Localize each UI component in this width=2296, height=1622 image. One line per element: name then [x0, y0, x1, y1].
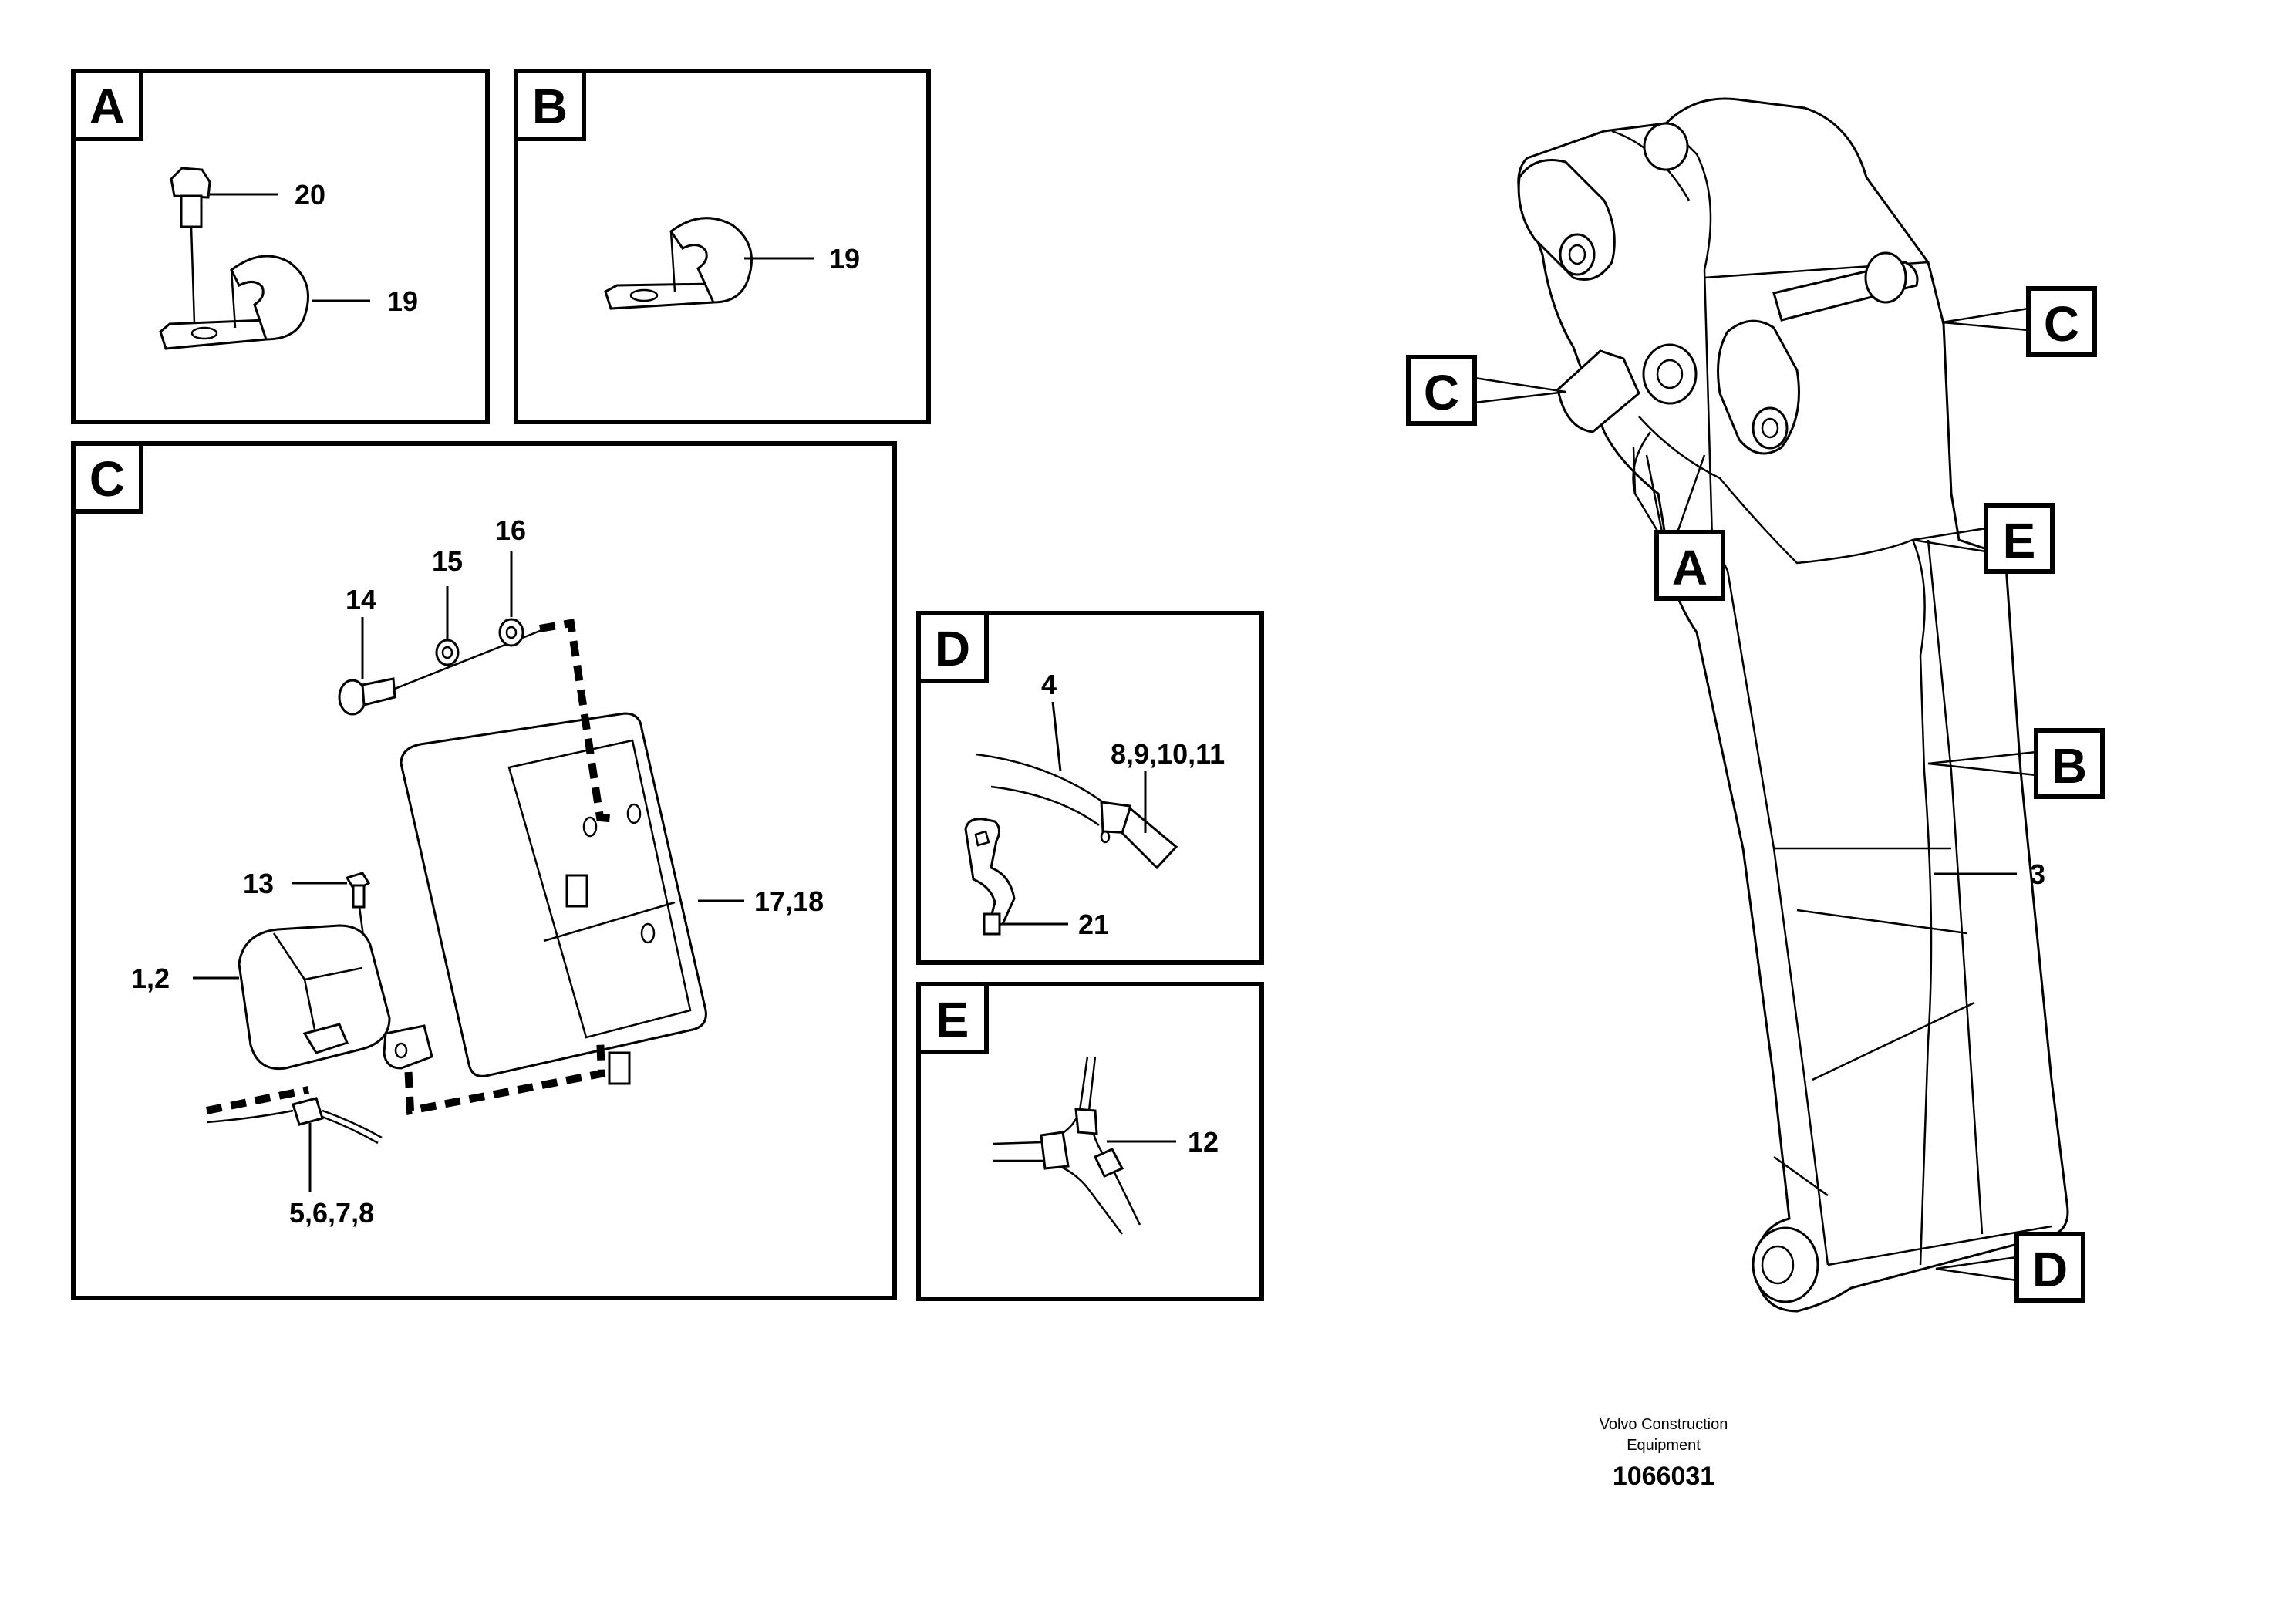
- panel-a-frame: [71, 69, 490, 424]
- panel-b-frame: [514, 69, 931, 424]
- tag-d: [2014, 1232, 2085, 1303]
- callout-13: 13: [243, 868, 274, 899]
- lamp-guard-drawing: [400, 712, 707, 1085]
- footer: Volvo Construction Equipment 1066031: [1600, 1416, 1728, 1491]
- pointer-a: [1645, 454, 1706, 533]
- panel-e-frame: [916, 982, 1264, 1301]
- footer-brand-line1: Volvo Construction: [1600, 1416, 1728, 1433]
- clip-drawing: [964, 818, 1016, 936]
- callout-17-18: 17,18: [754, 885, 824, 917]
- panel-e-tag: [916, 982, 989, 1054]
- tag-c-top-letter: C: [2044, 296, 2079, 352]
- boom-harness: [1638, 416, 1933, 1266]
- excavator-boom: [1517, 97, 2069, 1313]
- callout-19b: 19: [829, 243, 860, 275]
- connector-dash: [205, 1086, 310, 1114]
- callout-14: 14: [346, 584, 376, 615]
- callout-3: 3: [2030, 858, 2045, 890]
- panel-c: C 14 15 16 17,18: [71, 441, 897, 1300]
- cable-connector-drawing: [975, 753, 1178, 870]
- boom-work-lamp: [1556, 349, 1640, 433]
- callout-16: 16: [495, 514, 526, 546]
- bolt-drawing: [170, 167, 211, 325]
- pointer-c-left: [1473, 376, 1566, 404]
- panel-a: A 20 19: [71, 69, 490, 424]
- panel-a-tag: [71, 69, 143, 141]
- y-junction-drawing: [992, 1056, 1141, 1235]
- panel-c-tag: [71, 441, 143, 514]
- assembly-line-bottom: [403, 1037, 606, 1116]
- tag-b-letter: B: [2052, 738, 2087, 794]
- callout-19a: 19: [387, 285, 418, 317]
- tag-a-letter: A: [1672, 540, 1708, 595]
- callout-12: 12: [1188, 1126, 1219, 1158]
- callout-5-8: 5,6,7,8: [289, 1197, 374, 1229]
- leader-4: [1051, 701, 1062, 772]
- tag-e: [1984, 503, 2055, 574]
- pointer-c-top: [1941, 307, 2030, 332]
- panel-d-tag: [916, 611, 989, 683]
- panel-e: E 12: [916, 982, 1264, 1301]
- boom-tags: C C A E B D 3: [1406, 286, 2105, 1303]
- assembly-line-top: [539, 619, 618, 823]
- clamp-drawing: [159, 255, 309, 350]
- panel-d: D 4 8,9,10,11 21: [916, 611, 1264, 965]
- panel-b: B 19: [514, 69, 931, 424]
- tag-c-left: [1406, 355, 1477, 426]
- panel-b-letter: B: [532, 79, 568, 134]
- tag-e-letter: E: [2003, 513, 2036, 568]
- tag-a: [1654, 530, 1725, 601]
- clamp-drawing-b: [604, 217, 753, 310]
- footer-drawing-number: 1066031: [1613, 1462, 1714, 1491]
- tag-b: [2034, 728, 2105, 799]
- panel-c-letter: C: [89, 451, 125, 507]
- work-lamp-drawing: [238, 924, 433, 1071]
- callout-8-11: 8,9,10,11: [1111, 738, 1225, 770]
- panel-d-frame: [916, 611, 1264, 965]
- panel-a-letter: A: [89, 79, 125, 134]
- callout-20: 20: [295, 179, 325, 211]
- callout-21: 21: [1078, 909, 1109, 940]
- boom-outline: [1517, 97, 2069, 1313]
- callout-4: 4: [1041, 669, 1057, 700]
- callout-1-2: 1,2: [131, 963, 170, 994]
- tag-d-letter: D: [2032, 1242, 2068, 1297]
- boom-lamp-boss: [1642, 343, 1698, 405]
- footer-brand-line2: Equipment: [1627, 1437, 1701, 1454]
- panel-e-letter: E: [936, 992, 969, 1047]
- connector-drawing: [206, 1097, 383, 1145]
- panel-d-letter: D: [935, 621, 970, 676]
- tag-c-left-letter: C: [1424, 365, 1459, 420]
- tag-c-top: [2026, 286, 2097, 357]
- callout-15: 15: [432, 545, 463, 577]
- panel-b-tag: [514, 69, 586, 141]
- boom-foot-pin: [1752, 1226, 1819, 1303]
- bolt-washer-stack: [338, 618, 556, 716]
- panel-c-frame: [71, 441, 897, 1300]
